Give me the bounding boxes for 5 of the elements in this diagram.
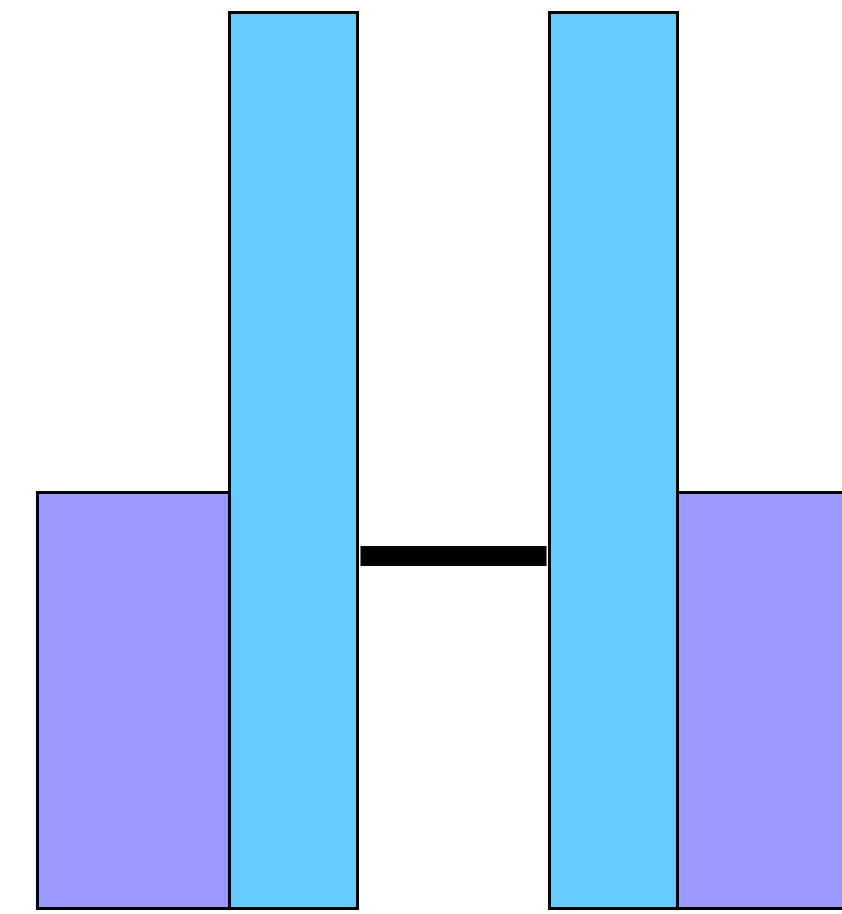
bar bbox=[228, 11, 359, 910]
bar bbox=[548, 11, 679, 910]
block bbox=[36, 491, 231, 910]
connector-bar bbox=[360, 546, 547, 566]
block bbox=[676, 491, 842, 910]
